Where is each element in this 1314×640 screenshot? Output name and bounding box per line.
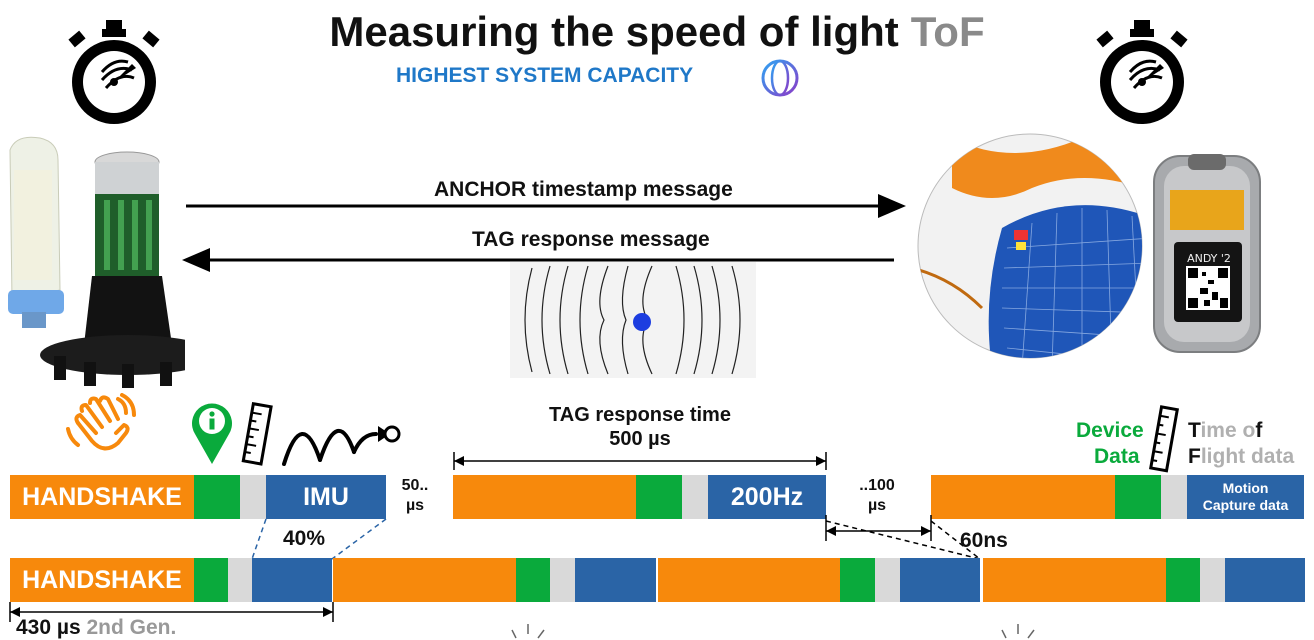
title-tof: ToF <box>910 8 985 55</box>
row2-blue-3 <box>900 558 980 602</box>
flash-mark <box>511 624 545 639</box>
row2-gray-4 <box>1200 558 1225 602</box>
info-pin-icon <box>192 403 232 464</box>
second-gen-bracket <box>9 602 334 622</box>
row2-green-4 <box>1166 558 1200 602</box>
anchor-device-image <box>8 136 185 388</box>
device-data-word1: Device <box>1076 419 1144 442</box>
stopwatch-icon <box>1096 20 1188 124</box>
handshake-segment-2: HANDSHAKE <box>10 558 194 602</box>
wave-interference-image <box>510 262 756 378</box>
second-gen-label: 430 µs 2nd Gen. <box>16 616 176 640</box>
imu-segment: IMU <box>266 475 386 519</box>
gap1-label: 50.. µs <box>392 476 438 516</box>
gap1-bottom: µs <box>405 497 425 514</box>
anchor-message-arrow <box>186 194 906 218</box>
response-orange-segment <box>453 475 636 519</box>
gap1-top: 50.. <box>401 477 429 494</box>
title-main: Measuring the speed of light <box>329 8 899 55</box>
second-gen-text: 2nd Gen. <box>86 616 177 639</box>
handshake-segment: HANDSHAKE <box>10 475 194 519</box>
gap2-top: ..100 <box>859 477 895 494</box>
row2-blue-4 <box>1225 558 1305 602</box>
device-data-word2: Data <box>1094 445 1140 468</box>
next-orange-segment <box>931 475 1115 519</box>
tof-F: F <box>1188 445 1201 468</box>
globe-icon <box>761 59 799 97</box>
anchor-message-label: ANCHOR timestamp message <box>434 178 733 201</box>
bounce-arrow-icon <box>282 425 401 466</box>
connector-lines <box>251 515 981 560</box>
stopwatch-icon <box>68 20 160 124</box>
next-green-segment <box>1115 475 1161 519</box>
device-data-segment <box>194 475 240 519</box>
response-gray-segment <box>682 475 708 519</box>
tof-t: T <box>1188 419 1201 442</box>
row2-green-2 <box>516 558 550 602</box>
tag-screen-label: ANDY '2 <box>1187 252 1231 265</box>
row2-orange-2 <box>333 558 516 602</box>
row2-green-3 <box>840 558 875 602</box>
tof-segment <box>240 475 266 519</box>
tag-message-arrow <box>182 248 894 272</box>
gap2-bottom: µs <box>867 497 887 514</box>
row2-gray-1 <box>228 558 252 602</box>
imu-share-label: 40% <box>283 527 326 550</box>
tag-message-label: TAG response message <box>472 228 710 251</box>
tof-ime: ime <box>1200 419 1237 442</box>
rate-label: 200Hz <box>730 482 804 511</box>
ruler-icon <box>241 402 273 466</box>
tag-device-image <box>1153 154 1261 353</box>
flash-mark <box>1001 624 1035 639</box>
ns-label: 60ns <box>960 529 1008 552</box>
response-title: TAG response time <box>549 404 731 426</box>
subtitle-text: HIGHEST SYSTEM CAPACITY <box>396 64 694 87</box>
tof-f: f <box>1255 419 1263 442</box>
row2-gray-3 <box>875 558 900 602</box>
row2-green-1 <box>194 558 228 602</box>
ruler-icon <box>1149 405 1180 473</box>
row2-blue-2 <box>575 558 656 602</box>
response-value: 500 µs <box>609 428 671 450</box>
time-of-label: Time of <box>1188 418 1262 444</box>
subtitle: HIGHEST SYSTEM CAPACITY <box>396 64 693 88</box>
row2-blue-1 <box>252 558 332 602</box>
tof-light: light data <box>1200 445 1295 468</box>
motion-line2: Capture data <box>1202 497 1289 513</box>
gap2-label: ..100 µs <box>848 476 906 516</box>
handshake-label: HANDSHAKE <box>22 482 182 511</box>
row2-gray-2 <box>550 558 575 602</box>
response-time-bracket <box>453 452 827 470</box>
imu-label: IMU <box>303 482 349 511</box>
tof-o: o <box>1242 419 1256 442</box>
row2-orange-3 <box>658 558 840 602</box>
motion-line1: Motion <box>1222 480 1269 496</box>
row2-orange-4 <box>983 558 1166 602</box>
response-green-segment <box>636 475 682 519</box>
flight-data-label: Flight data <box>1188 444 1294 470</box>
next-gray-segment <box>1161 475 1187 519</box>
rate-segment: 200Hz <box>708 475 826 519</box>
second-gen-value: 430 µs <box>16 616 81 639</box>
handshake-label-2: HANDSHAKE <box>22 565 182 594</box>
waving-hand-icon <box>66 393 136 451</box>
football-tag-image <box>917 133 1143 359</box>
